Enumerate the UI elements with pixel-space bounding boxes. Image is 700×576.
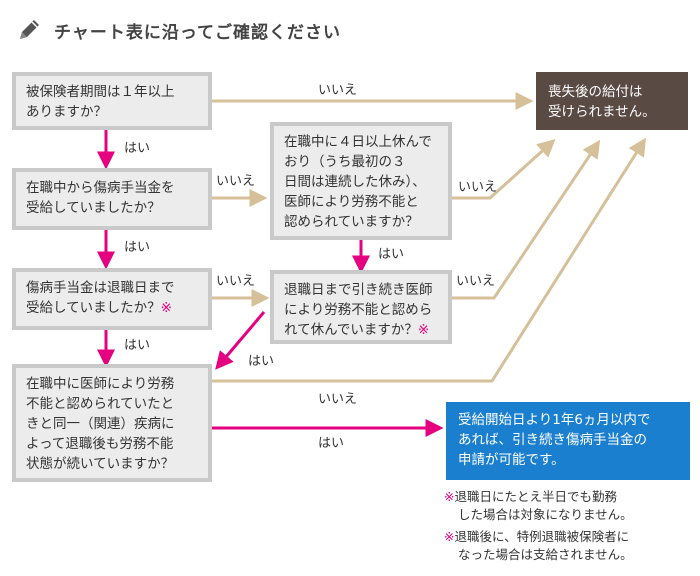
arrow-q5-no	[452, 138, 556, 200]
page-title-area: チャート表に沿ってご確認ください	[16, 14, 341, 46]
result-not-eligible: 喪失後の給付は 受けられません。	[536, 72, 688, 130]
label-q5-no: いいえ	[458, 180, 498, 195]
label-q6-yes: はい	[248, 354, 275, 369]
question-absence-until-retirement: 退職日まで引き続き医師 により労務不能と認めら れて休んでいますか？※	[270, 270, 452, 344]
question-insured-period: 被保険者期間は１年以上 ありますか？	[12, 72, 212, 130]
note-text: 退職日にたとえ半日でも勤務 した場合は対象になりません。	[454, 489, 633, 522]
note-item: ※退職後に、特例退職被保険者に なった場合は支給されません。	[444, 528, 633, 564]
note-mark: ※	[444, 529, 455, 544]
label-q4-yes: はい	[318, 436, 345, 451]
question-benefit-while-employed: 在職中から傷病手当金を 受給していましたか？	[12, 168, 212, 230]
label-q5-yes: はい	[378, 247, 405, 262]
label-q6-no: いいえ	[456, 274, 496, 289]
result-eligible: 受給開始日より1年6ヵ月以内で あれば、引き続き傷病手当金の 申請が可能です。	[446, 402, 690, 480]
label-q1-yes: はい	[124, 141, 151, 156]
page-title: チャート表に沿ってご確認ください	[54, 22, 341, 43]
q6-text: 退職日まで引き続き医師 により労務不能と認めら れて休んでいますか？	[284, 282, 433, 338]
question-four-day-absence: 在職中に４日以上休んで おり（うち最初の３ 日間は連続した休み）、 医師により労…	[270, 122, 452, 240]
label-q3-yes: はい	[124, 338, 151, 353]
question-continued-incapacity: 在職中に医師により労務 不能と認められていたと きと同一（関連）疾病に よって退…	[12, 364, 212, 482]
label-q4-no: いいえ	[318, 392, 358, 407]
note-text: 退職後に、特例退職被保険者に なった場合は支給されません。	[454, 529, 633, 562]
note-mark: ※	[444, 489, 455, 504]
label-q1-no: いいえ	[318, 83, 358, 98]
arrow-q6-no	[452, 139, 601, 300]
arrow-q4-no	[212, 137, 647, 383]
pencil-icon	[20, 20, 39, 39]
note-item: ※退職日にたとえ半日でも勤務 した場合は対象になりません。	[444, 488, 633, 524]
q3-text: 傷病手当金は退職日まで 受給していましたか？	[26, 280, 175, 316]
arrow-q6-yes	[215, 311, 266, 370]
label-q3-no: いいえ	[216, 274, 256, 289]
question-benefit-until-retirement: 傷病手当金は退職日まで 受給していましたか？※	[12, 268, 212, 330]
label-q2-yes: はい	[124, 240, 151, 255]
notes: ※退職日にたとえ半日でも勤務 した場合は対象になりません。 ※退職後に、特例退職…	[444, 488, 633, 568]
q3-note-mark: ※	[160, 300, 172, 316]
label-q2-no: いいえ	[216, 174, 256, 189]
q6-note-mark: ※	[417, 322, 430, 338]
